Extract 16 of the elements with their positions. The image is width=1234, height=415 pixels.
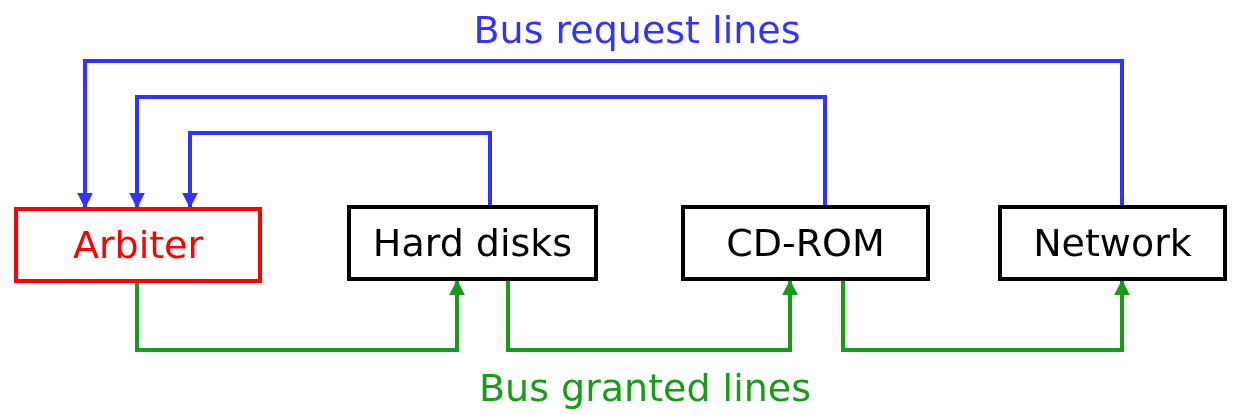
process-box [14, 207, 262, 283]
node-label: CD-ROM [726, 221, 885, 265]
node-label: Network [1033, 221, 1192, 265]
process-box [681, 205, 930, 281]
arrow [129, 95, 827, 209]
process-box [347, 205, 598, 281]
arrow [841, 279, 1130, 352]
bus-label: Bus granted lines [479, 366, 811, 410]
node-label: Hard disks [372, 221, 573, 265]
process-box [998, 205, 1227, 281]
arrow [77, 59, 1124, 209]
arrow [506, 279, 798, 352]
arrow [182, 131, 492, 209]
bus-label: Bus request lines [473, 8, 801, 52]
node-label: Arbiter [72, 223, 204, 267]
arrow [135, 279, 465, 352]
